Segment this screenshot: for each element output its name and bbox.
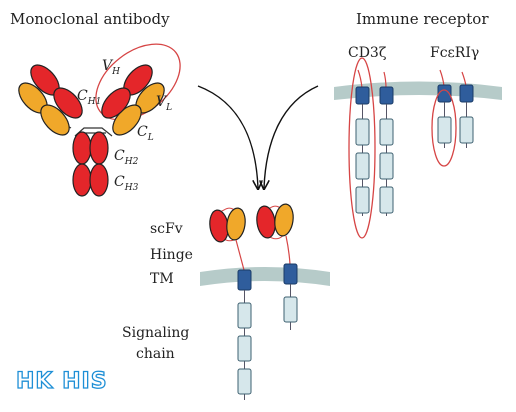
car1-itam2 xyxy=(237,335,252,362)
arrow-from-antibody xyxy=(197,85,258,188)
car2-vl-domain xyxy=(274,203,294,237)
immune-receptor-title: Immune receptor xyxy=(356,10,489,28)
immune-receptor: CD3ζ FcεRIγ xyxy=(334,45,502,239)
ch2-label: CH2 xyxy=(114,148,139,167)
left-cl-domain xyxy=(40,104,70,136)
cd3z-chain1-itam2 xyxy=(355,152,370,180)
fcer1-gamma-label: FcεRIγ xyxy=(430,45,479,61)
monoclonal-antibody-title: Monoclonal antibody xyxy=(10,10,170,28)
car1-tm xyxy=(237,269,252,291)
cl-label: CL xyxy=(137,124,154,143)
chimeric-antigen-receptor: scFv Hinge TM Signaling chain xyxy=(122,203,330,400)
car-membrane xyxy=(200,267,330,286)
car1-hinge xyxy=(235,239,245,271)
car2-tm xyxy=(283,263,298,285)
right-ch3-domain xyxy=(89,163,109,197)
ch3-label: CH3 xyxy=(114,174,139,193)
car2-vh-domain xyxy=(256,205,276,239)
cd3z-chain1-tail xyxy=(357,69,363,89)
vh-label: VH xyxy=(102,58,120,77)
antibody: VH VL CH1 CL CH2 CH3 xyxy=(18,43,181,197)
right-ch1-domain xyxy=(101,87,131,119)
cd3z-chain2-itam1 xyxy=(379,118,394,146)
right-ch2-domain xyxy=(89,131,109,165)
cd3z-chain1-itam1 xyxy=(355,118,370,146)
cd3z-chain2-itam3 xyxy=(379,186,394,214)
hinge-label: Hinge xyxy=(150,247,193,263)
car1-itam3 xyxy=(237,368,252,395)
left-ch1-domain xyxy=(53,87,83,119)
cd3z-chain2-tm xyxy=(379,86,394,105)
arrow-from-receptor xyxy=(264,85,319,188)
ch1-label: CH1 xyxy=(77,88,101,107)
cd3z-chain1-itam3 xyxy=(355,186,370,214)
vl-label: VL xyxy=(156,94,172,113)
fcer1g-chain2-itam xyxy=(459,116,474,144)
signaling-label-line1: Signaling xyxy=(122,325,189,341)
cd3z-chain1-tm xyxy=(355,86,370,105)
car2-itam xyxy=(283,296,298,323)
cd3z-highlight xyxy=(348,57,376,239)
left-ch3-domain xyxy=(72,163,92,197)
fcer1g-chain2-tm xyxy=(459,84,474,103)
cd3-zeta-label: CD3ζ xyxy=(348,45,387,61)
signaling-label-line2: chain xyxy=(136,346,175,362)
car1-vl-domain xyxy=(226,207,246,241)
fcer1g-chain1-itam xyxy=(437,116,452,144)
fcer1g-highlight xyxy=(431,89,457,167)
left-ch2-domain xyxy=(72,131,92,165)
car2-hinge xyxy=(285,235,291,265)
tm-label: TM xyxy=(150,271,174,287)
cd3z-chain2-itam2 xyxy=(379,152,394,180)
car1-itam1 xyxy=(237,302,252,329)
hk-his-watermark: HK HIS xyxy=(16,369,108,394)
scfv-label: scFv xyxy=(150,221,183,237)
